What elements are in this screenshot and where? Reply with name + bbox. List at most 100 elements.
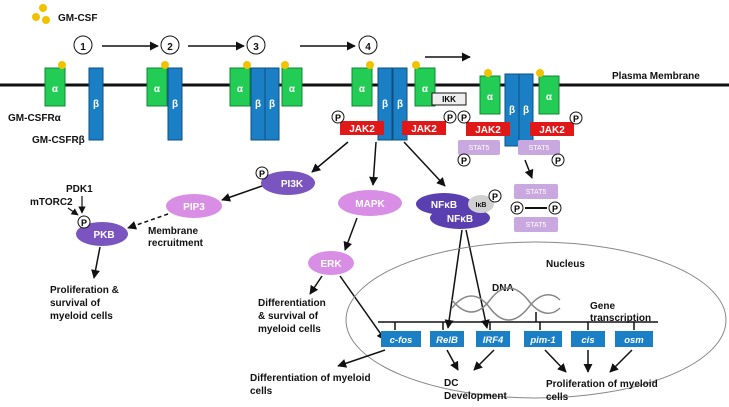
gene-box [476,331,510,347]
transcription-label: Gene [590,301,615,312]
outcome-text: Proliferation & [50,285,119,296]
pi3k-label: PI3K [281,179,304,190]
receptor-alpha [538,75,560,115]
ligand-dot [281,61,289,69]
svg-text:P: P [81,218,87,228]
phospho-circle [331,110,345,124]
step-number: 1 [80,42,86,53]
stat5-box [458,140,500,155]
beta-symbol: β [523,105,529,116]
receptor-alpha [414,67,436,107]
pi3k-node [261,171,315,195]
alpha-symbol: α [289,84,296,95]
stat5-label: STAT5 [469,145,490,152]
alpha-symbol: α [422,84,429,95]
membrane-recruitment-label: Membrane [148,226,198,237]
gene-box [430,331,464,347]
gene-label: osm [624,335,644,346]
beta-symbol: β [255,99,261,110]
receptor-alpha [281,67,303,107]
receptor-alpha [44,67,66,107]
jak2-box [340,121,384,135]
phospho-circle [488,189,502,203]
nucleus-label: Nucleus [546,259,585,270]
svg-text:P: P [573,114,579,124]
mapk-label: MAPK [355,199,385,210]
pkb-node [76,222,128,246]
pip3-node [166,194,222,218]
stat5-box [518,140,560,155]
phospho-circle [569,111,583,125]
step-1: 1 [73,35,93,55]
alpha-symbol: α [52,84,59,95]
svg-text:P: P [447,113,453,123]
outcome-text: cells [546,392,569,403]
beta-symbol: β [382,99,388,110]
outcome-text: DC [444,378,458,389]
gene-box [571,331,605,347]
step-3: 3 [246,35,266,55]
receptor-beta-label: GM-CSFRβ [32,135,85,146]
stat5-box [514,184,558,199]
stat5-box [514,217,558,232]
ligand-label: GM-CSF [58,13,97,24]
receptor-beta [264,67,280,141]
pkb-label: PKB [93,230,114,241]
erk-label: ERK [320,259,342,270]
jak2-box [466,122,510,136]
jak2-label: JAK2 [349,124,375,135]
receptor-alpha [146,67,168,107]
receptor-alpha-label: GM-CSFRα [8,113,62,124]
stat5-label: STAT5 [526,222,547,229]
outcome-text: myeloid cells [50,311,113,322]
gene-label: pim-1 [529,335,555,346]
gene-label: IRF4 [483,335,504,346]
step-number: 4 [365,42,371,53]
ligand-dot [536,69,544,77]
gene-label: cis [581,335,594,346]
step-number: 3 [253,42,259,53]
phospho-circle [457,110,471,124]
step-2: 2 [160,35,180,55]
phospho-circle [255,166,269,180]
nfkb-label: NFκB [431,200,457,211]
outcome-text: cells [250,386,273,397]
svg-text:P: P [514,204,520,214]
alpha-symbol: α [487,92,494,103]
stat5-label: STAT5 [529,145,550,152]
jak2-label: JAK2 [539,125,565,136]
receptor-beta [167,67,183,141]
mtorc2-label: mTORC2 [30,197,73,208]
svg-text:P: P [492,192,498,202]
outcome-text: Differentiation of myeloid [250,373,371,384]
svg-text:P: P [461,156,467,166]
alpha-symbol: α [154,84,161,95]
beta-symbol: β [93,99,99,110]
step-4: 4 [358,35,378,55]
svg-text:P: P [335,113,341,123]
jak2-box [530,122,574,136]
jak2-label: JAK2 [411,124,437,135]
receptor-alpha [351,67,373,107]
phospho-circle [457,153,471,167]
ligand-dot [161,61,169,69]
dna-helix [451,287,561,321]
beta-symbol: β [172,99,178,110]
alpha-symbol: α [359,84,366,95]
nfkb-label: NFκB [447,214,473,225]
outcome-text: Development [444,391,507,402]
alpha-symbol: α [546,92,553,103]
phospho-circle [443,110,457,124]
ligand-dot [58,61,66,69]
pdk1-label: PDK1 [66,184,93,195]
gene-box [615,331,653,347]
pip3-label: PIP3 [183,202,205,213]
gene-box [381,331,421,347]
jak2-label: JAK2 [475,125,501,136]
outcome-text: & survival of [258,311,319,322]
alpha-symbol: α [237,84,244,95]
gene-box [524,331,562,347]
ikk-box [431,92,467,106]
beta-symbol: β [397,99,403,110]
